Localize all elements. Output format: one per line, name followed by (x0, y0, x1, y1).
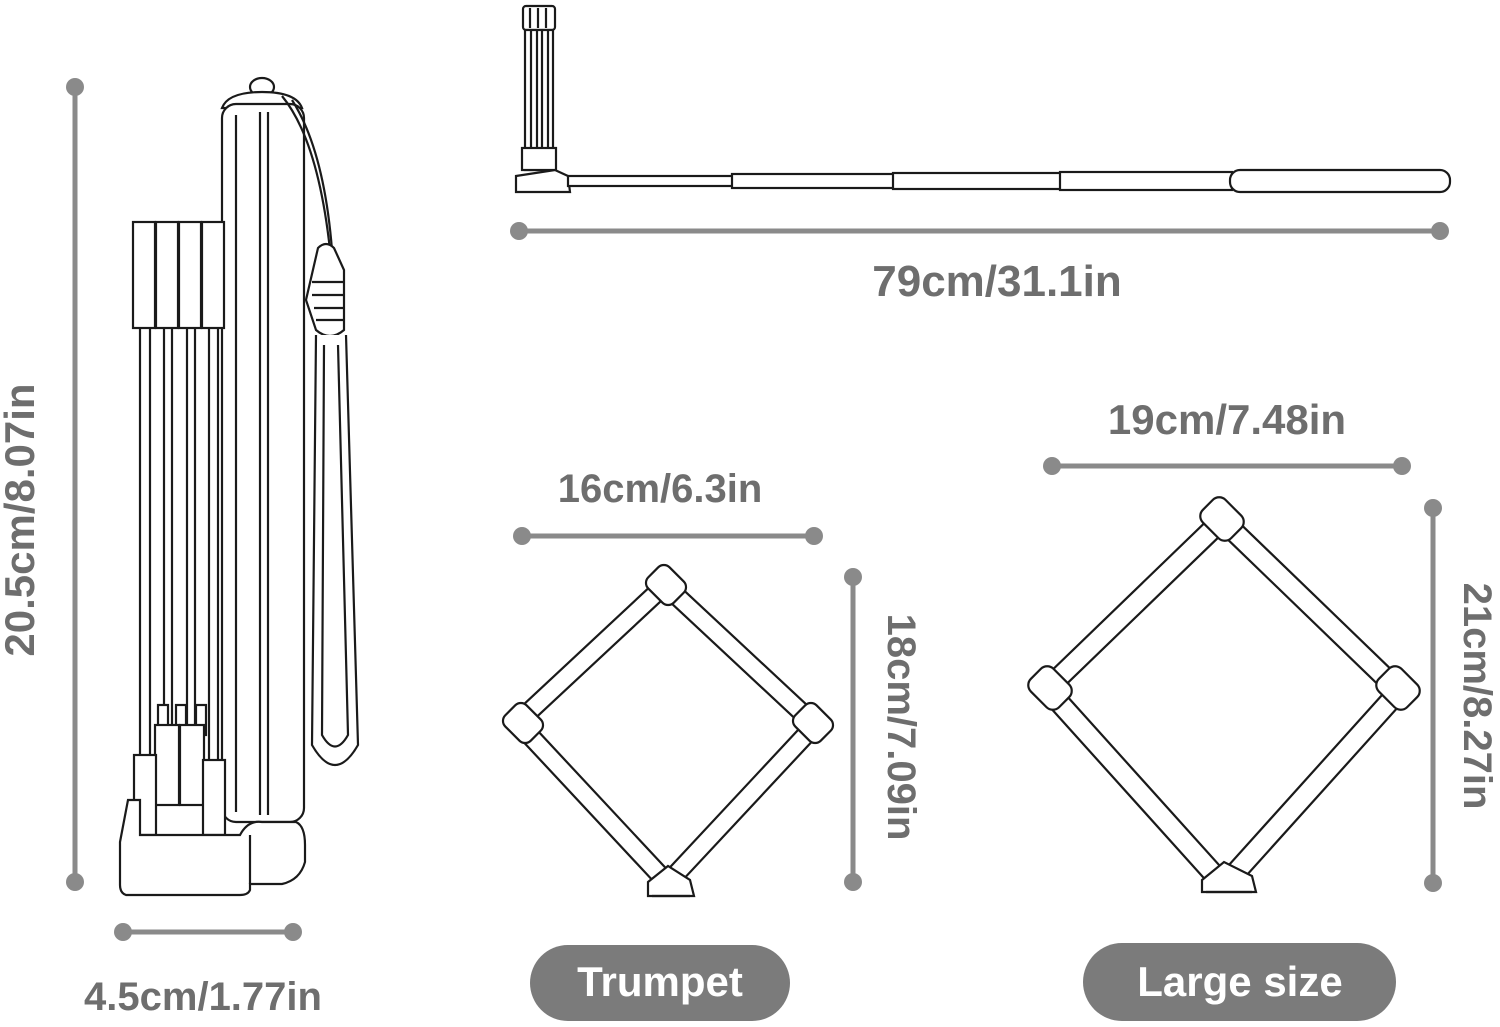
large-dimension-width: 19cm/7.48in (1043, 396, 1411, 475)
extended-stand-illustration (514, 4, 1452, 194)
trumpet-badge-label: Trumpet (577, 958, 743, 1005)
large-dimension-height: 21cm/8.27in (1424, 499, 1499, 892)
large-size-badge-label: Large size (1137, 958, 1342, 1005)
folded-stand-illustration (118, 76, 360, 897)
folded-width-dimension: 4.5cm/1.77in (84, 923, 322, 1019)
large-holder-illustration (1027, 496, 1421, 894)
extended-length-label: 79cm/31.1in (872, 257, 1122, 306)
folded-width-label: 4.5cm/1.77in (84, 975, 322, 1019)
large-size-badge: Large size (1083, 943, 1396, 1021)
folded-height-dimension: 20.5cm/8.07in (0, 78, 84, 891)
trumpet-width-label: 16cm/6.3in (558, 467, 763, 511)
large-height-label: 21cm/8.27in (1455, 583, 1499, 810)
trumpet-dimension-height: 18cm/7.09in (844, 568, 923, 891)
folded-height-label: 20.5cm/8.07in (0, 383, 43, 656)
trumpet-badge: Trumpet (530, 945, 790, 1021)
trumpet-height-label: 18cm/7.09in (879, 614, 923, 841)
large-width-label: 19cm/7.48in (1108, 396, 1346, 443)
trumpet-dimension-width: 16cm/6.3in (513, 467, 823, 545)
extended-length-dimension: 79cm/31.1in (510, 222, 1449, 306)
trumpet-holder-illustration (501, 563, 835, 898)
